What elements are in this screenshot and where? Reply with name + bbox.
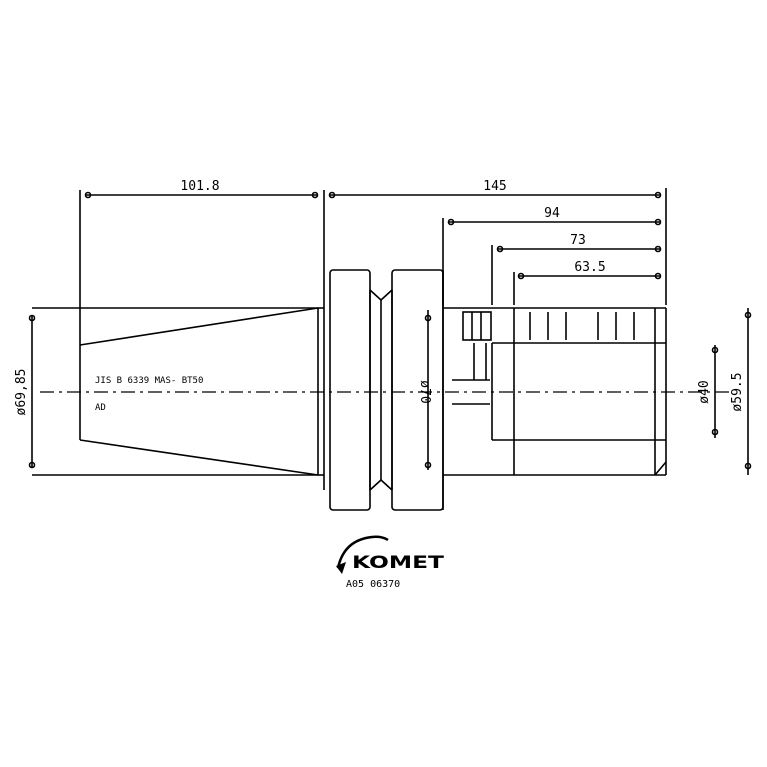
dimension-63-5-lines bbox=[513, 272, 662, 305]
dimension-145-lines bbox=[328, 188, 667, 305]
dimension-94-lines bbox=[442, 218, 662, 305]
komet-logo: KOMET bbox=[336, 535, 445, 574]
tool-body bbox=[442, 270, 667, 510]
taper-shank bbox=[32, 305, 324, 476]
dimension-label-63-5: 63.5 bbox=[574, 260, 605, 275]
dimension-label-94: 94 bbox=[544, 206, 560, 221]
dimension-label-taper-diameter: ø69,85 bbox=[14, 369, 29, 416]
dimension-label-101-8: 101.8 bbox=[180, 179, 219, 194]
standard-annotation: JIS B 6339 MAS- BT50 bbox=[95, 376, 203, 386]
dimension-taper-diameter-lines bbox=[28, 314, 36, 469]
dimension-body-diameter-lines bbox=[744, 308, 752, 475]
dimension-label-145: 145 bbox=[483, 179, 506, 194]
dimension-label-body-diameter: ø59.5 bbox=[730, 372, 745, 411]
dimension-73-lines bbox=[491, 245, 662, 305]
dimension-label-collar-diameter: ø70 bbox=[417, 380, 432, 403]
part-number: A05 06370 bbox=[346, 579, 400, 590]
dimension-collar-diameter-lines bbox=[424, 310, 432, 470]
code-annotation: AD bbox=[95, 403, 106, 413]
dimension-label-bore-diameter: ø40 bbox=[697, 380, 712, 403]
dimension-label-73: 73 bbox=[570, 233, 586, 248]
flange-collar bbox=[323, 269, 444, 511]
logo-text: KOMET bbox=[352, 553, 445, 573]
dimension-101-8-lines bbox=[79, 190, 325, 305]
